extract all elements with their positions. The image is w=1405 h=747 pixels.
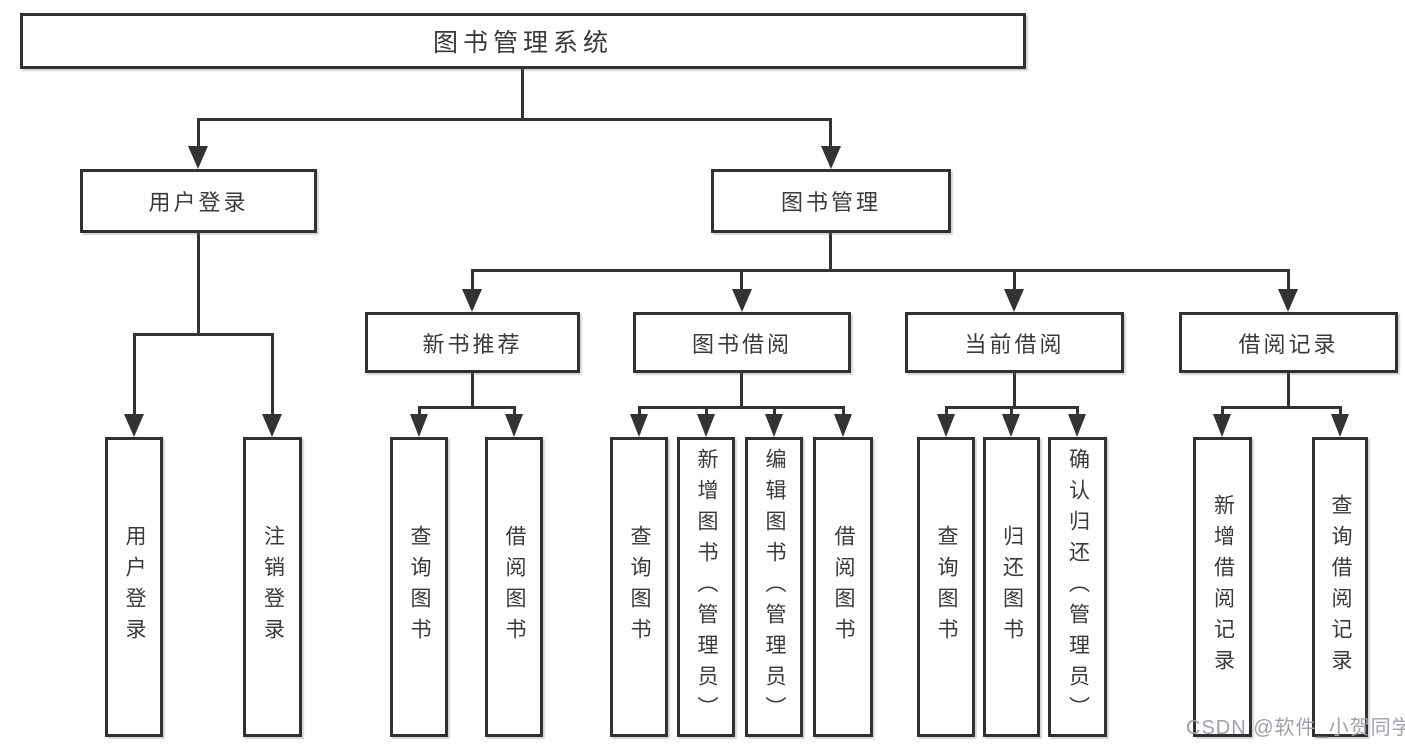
arrow-shaft: [638, 406, 641, 416]
arrowhead: [1278, 289, 1298, 312]
arrowhead: [262, 414, 282, 437]
node-book-borrow: 图书借阅: [633, 312, 851, 373]
connector-vline: [1013, 371, 1016, 409]
connector-hline: [133, 333, 274, 336]
arrow-shaft: [471, 269, 474, 292]
node-book-management: 图书管理: [711, 169, 951, 233]
arrowhead: [765, 414, 783, 437]
arrow-shaft: [1339, 406, 1342, 416]
leaf-borrow-books-recommend: 借阅图书: [485, 437, 543, 737]
arrow-shaft: [773, 406, 776, 416]
arrow-shaft: [271, 333, 274, 416]
node-borrow-records: 借阅记录: [1179, 312, 1398, 373]
connector-hline: [197, 118, 832, 121]
arrowhead: [410, 414, 428, 437]
leaf-return-books: 归还图书: [983, 437, 1040, 737]
arrowhead: [697, 414, 715, 437]
leaf-edit-books-admin: 编辑图书（管理员）: [745, 437, 803, 737]
leaf-add-borrow-record: 新增借阅记录: [1193, 437, 1252, 737]
arrow-shaft: [842, 406, 845, 416]
arrowhead: [505, 414, 523, 437]
arrow-shaft: [1287, 269, 1290, 292]
arrowhead: [834, 414, 852, 437]
leaf-confirm-return-admin: 确认归还（管理员）: [1048, 437, 1107, 737]
arrow-shaft: [133, 333, 136, 416]
arrowhead: [1002, 414, 1020, 437]
connector-vline: [197, 231, 200, 335]
arrowhead: [188, 146, 208, 169]
node-new-book-recommend: 新书推荐: [365, 312, 580, 373]
leaf-add-books-admin: 新增图书（管理员）: [677, 437, 735, 737]
arrow-shaft: [945, 406, 948, 416]
connector-hline: [418, 406, 516, 409]
arrowhead: [1331, 414, 1349, 437]
node-current-borrow: 当前借阅: [905, 312, 1124, 373]
connector-hline: [638, 406, 845, 409]
arrowhead: [821, 146, 841, 169]
csdn-watermark: CSDN @软件_小贺同学: [1186, 717, 1405, 739]
arrow-shaft: [1076, 406, 1079, 416]
arrow-shaft: [513, 406, 516, 416]
connector-vline: [471, 371, 474, 409]
arrowhead: [1068, 414, 1086, 437]
arrowhead: [1213, 414, 1231, 437]
leaf-user-login: 用户登录: [105, 437, 163, 737]
leaf-query-borrow-record: 查询借阅记录: [1312, 437, 1368, 737]
connector-vline: [1287, 371, 1290, 409]
arrow-shaft: [705, 406, 708, 416]
arrow-shaft: [197, 118, 200, 148]
leaf-query-books-current: 查询图书: [917, 437, 975, 737]
leaf-logout: 注销登录: [243, 437, 302, 737]
arrow-shaft: [418, 406, 421, 416]
arrowhead: [1004, 289, 1024, 312]
connector-hline: [1221, 406, 1342, 409]
arrowhead: [630, 414, 648, 437]
leaf-query-books-borrow: 查询图书: [610, 437, 668, 737]
connector-vline: [829, 231, 832, 272]
arrowhead: [937, 414, 955, 437]
connector-vline: [740, 371, 743, 409]
arrow-shaft: [1013, 269, 1016, 292]
leaf-query-books-recommend: 查询图书: [390, 437, 448, 737]
connector-hline: [471, 269, 1290, 272]
arrowhead: [732, 289, 752, 312]
arrowhead: [462, 289, 482, 312]
arrow-shaft: [740, 269, 743, 292]
connector-vline: [521, 67, 524, 121]
node-user-login: 用户登录: [80, 169, 317, 233]
leaf-borrow-books: 借阅图书: [813, 437, 873, 737]
arrow-shaft: [829, 118, 832, 148]
arrowhead: [124, 414, 144, 437]
arrow-shaft: [1221, 406, 1224, 416]
arrow-shaft: [1010, 406, 1013, 416]
node-root: 图书管理系统: [20, 13, 1026, 69]
